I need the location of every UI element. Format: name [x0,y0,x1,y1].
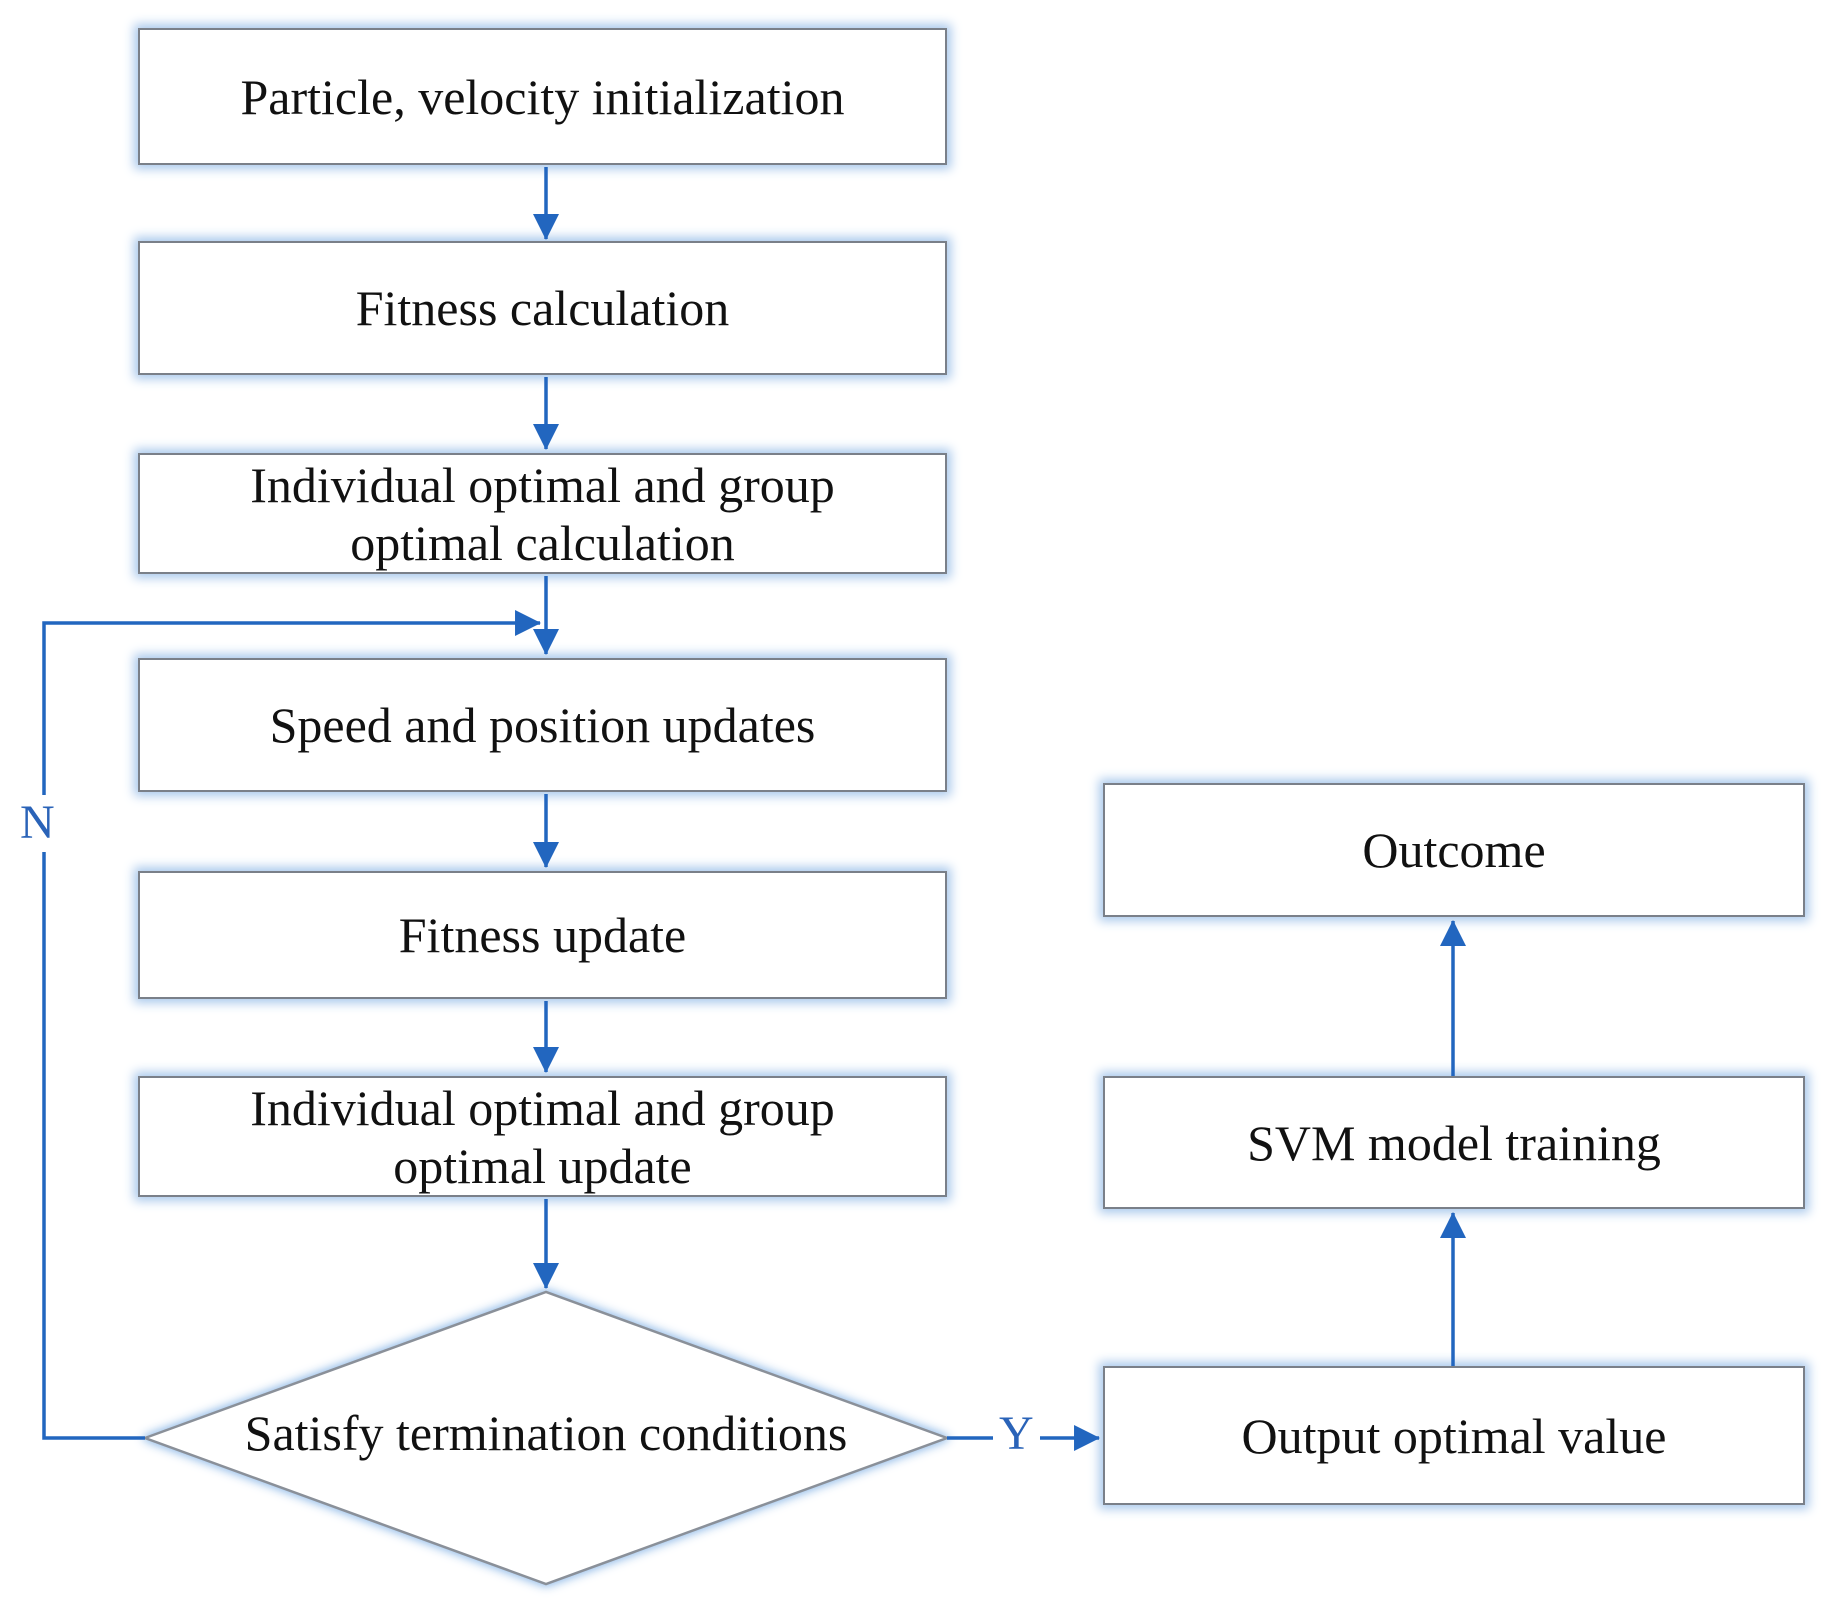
branch-label-yes: Y [993,1406,1040,1463]
branch-label-no: N [14,795,61,852]
node-speed-position-updates: Speed and position updates [138,658,947,792]
node-outcome: Outcome [1103,783,1805,917]
node-svm-model-training: SVM model training [1103,1076,1805,1209]
node-particle-velocity-initialization: Particle, velocity initialization [138,28,947,165]
node-fitness-calculation: Fitness calculation [138,241,947,375]
node-individual-group-optimal-calculation: Individual optimal and group optimal cal… [138,453,947,574]
node-satisfy-termination-conditions-label: Satisfy termination conditions [244,1405,848,1461]
node-individual-group-optimal-update: Individual optimal and group optimal upd… [138,1076,947,1197]
node-fitness-update: Fitness update [138,871,947,999]
node-output-optimal-value: Output optimal value [1103,1366,1805,1505]
